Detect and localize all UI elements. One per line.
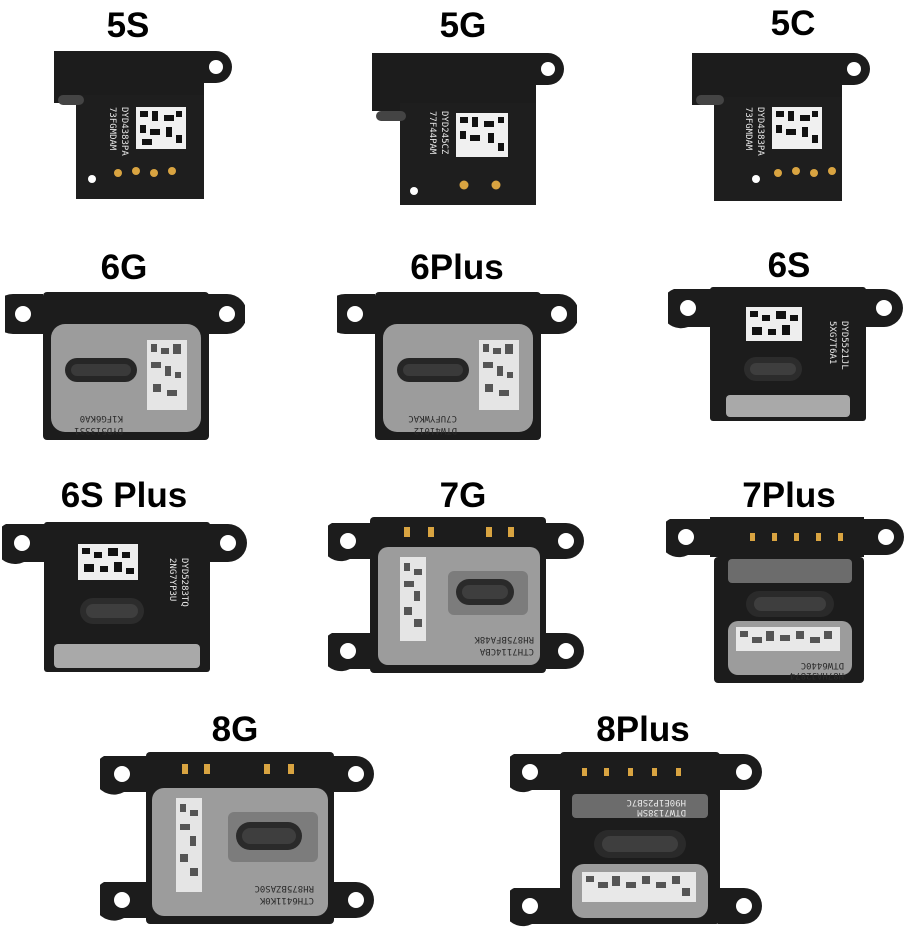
part-label-6splus: 6S Plus — [60, 476, 188, 515]
part-code-6s-2: 5XG7T6A1 — [827, 321, 837, 364]
part-code-8g: CTH6411K0K — [259, 895, 314, 905]
part-code-6splus-2: 2NG7YP3U — [167, 558, 177, 601]
part-photo-6plus: DTW41012 C7UFYWKAC — [337, 292, 577, 440]
part-code-5c: DYD4383PA — [755, 107, 765, 156]
part-photo-6g: DYD513331 K1FG6KA0 — [5, 292, 245, 440]
part-photo-7plus: DTW6440C H87HAJ2874 — [666, 517, 904, 683]
part-code-5g: DYD245CZ — [439, 111, 449, 155]
part-photo-7g: CTH7114CBA RH875BFA48K — [328, 517, 584, 673]
part-code-7g-2: RH875BFA48K — [474, 634, 534, 644]
part-label-6s: 6S — [767, 246, 811, 285]
part-code-7plus-2: H87HAJ2874 — [790, 670, 844, 680]
part-code-7plus: DTW6440C — [801, 660, 844, 670]
part-photo-6s: DYD5521JL 5XG7T6A1 — [668, 287, 903, 421]
part-photo-5c: DYD4383PA 73FGMDAM — [692, 53, 870, 201]
part-label-5g: 5G — [439, 6, 487, 45]
part-photo-8plus: DTW7138SM H90E1P2SB7C — [510, 752, 762, 927]
part-code-8plus: DTW7138SM — [637, 807, 686, 817]
part-label-7plus: 7Plus — [742, 476, 836, 515]
part-label-8plus: 8Plus — [596, 710, 690, 749]
part-code-8g-2: RH875BZAS0C — [254, 883, 314, 893]
part-label-8g: 8G — [211, 710, 259, 749]
part-photo-8g: CTH6411K0K RH875BZAS0C — [100, 752, 374, 924]
part-code-6plus-2: C7UFYWKAC — [408, 413, 457, 423]
part-code-5g-2: 77F44PAM — [427, 111, 437, 155]
part-label-7g: 7G — [439, 476, 487, 515]
part-code-6g: DYD513331 — [74, 425, 123, 435]
part-label-6g: 6G — [100, 248, 148, 287]
part-code-6plus: DTW41012 — [414, 425, 457, 435]
part-label-5c: 5C — [770, 4, 816, 43]
part-photo-5s: DYD4383PA 73FGMDAM — [54, 51, 232, 199]
part-code-5s-2: 73FGMDAM — [107, 107, 117, 151]
part-code-5s: DYD4383PA — [119, 107, 129, 156]
part-photo-5g: DYD245CZ 77F44PAM — [372, 53, 564, 205]
part-code-7g: CTH7114CBA — [479, 646, 534, 656]
part-label-5s: 5S — [106, 6, 150, 45]
part-code-6g-2: K1FG6KA0 — [80, 413, 123, 423]
part-code-6splus: DYD5283TQ — [179, 558, 189, 607]
part-code-6s: DYD5521JL — [839, 321, 849, 370]
part-code-5c-2: 73FGMDAM — [743, 107, 753, 151]
part-label-6plus: 6Plus — [410, 248, 504, 287]
part-code-8plus-2: H90E1P2SB7C — [626, 797, 686, 807]
part-photo-6splus: DYD5283TQ 2NG7YP3U — [2, 522, 247, 672]
